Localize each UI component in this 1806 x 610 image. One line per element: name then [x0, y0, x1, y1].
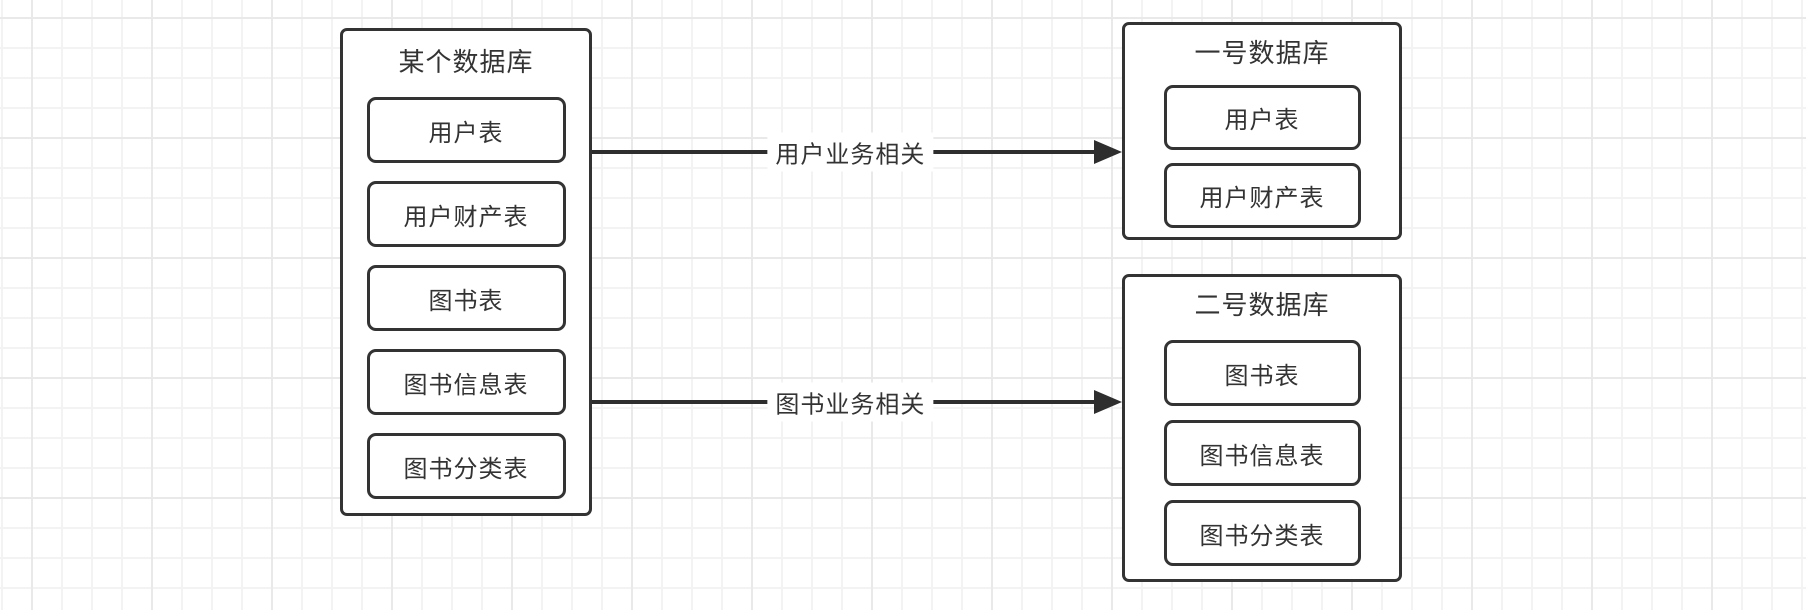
arrow-user-business[interactable]: 用户业务相关	[592, 132, 1122, 172]
database-1-tables: 用户表 用户财产表	[1163, 85, 1361, 228]
table-node-book[interactable]: 图书表	[1163, 340, 1361, 406]
table-node-user-property[interactable]: 用户财产表	[1163, 163, 1361, 228]
source-database-tables: 用户表 用户财产表 图书表 图书信息表 图书分类表	[366, 97, 566, 499]
table-node-book-category[interactable]: 图书分类表	[366, 433, 566, 499]
table-node-book[interactable]: 图书表	[366, 265, 566, 331]
table-node-book-info[interactable]: 图书信息表	[1163, 420, 1361, 486]
arrow-label-user-business: 用户业务相关	[767, 132, 934, 172]
table-node-book-category[interactable]: 图书分类表	[1163, 500, 1361, 566]
table-node-book-info[interactable]: 图书信息表	[366, 349, 566, 415]
arrow-head-icon	[1094, 140, 1122, 164]
table-node-user[interactable]: 用户表	[366, 97, 566, 163]
database-2-tables: 图书表 图书信息表 图书分类表	[1163, 340, 1361, 566]
node-database-2[interactable]: 二号数据库 图书表 图书信息表 图书分类表	[1122, 274, 1402, 582]
node-database-1[interactable]: 一号数据库 用户表 用户财产表	[1122, 22, 1402, 240]
table-node-user[interactable]: 用户表	[1163, 85, 1361, 150]
arrow-head-icon	[1094, 390, 1122, 414]
arrow-label-book-business: 图书业务相关	[767, 382, 934, 422]
table-node-user-property[interactable]: 用户财产表	[366, 181, 566, 247]
database-2-title: 二号数据库	[1194, 290, 1330, 320]
node-source-database[interactable]: 某个数据库 用户表 用户财产表 图书表 图书信息表 图书分类表	[340, 28, 592, 516]
database-1-title: 一号数据库	[1194, 38, 1330, 68]
arrow-book-business[interactable]: 图书业务相关	[592, 382, 1122, 422]
source-database-title: 某个数据库	[398, 47, 534, 77]
